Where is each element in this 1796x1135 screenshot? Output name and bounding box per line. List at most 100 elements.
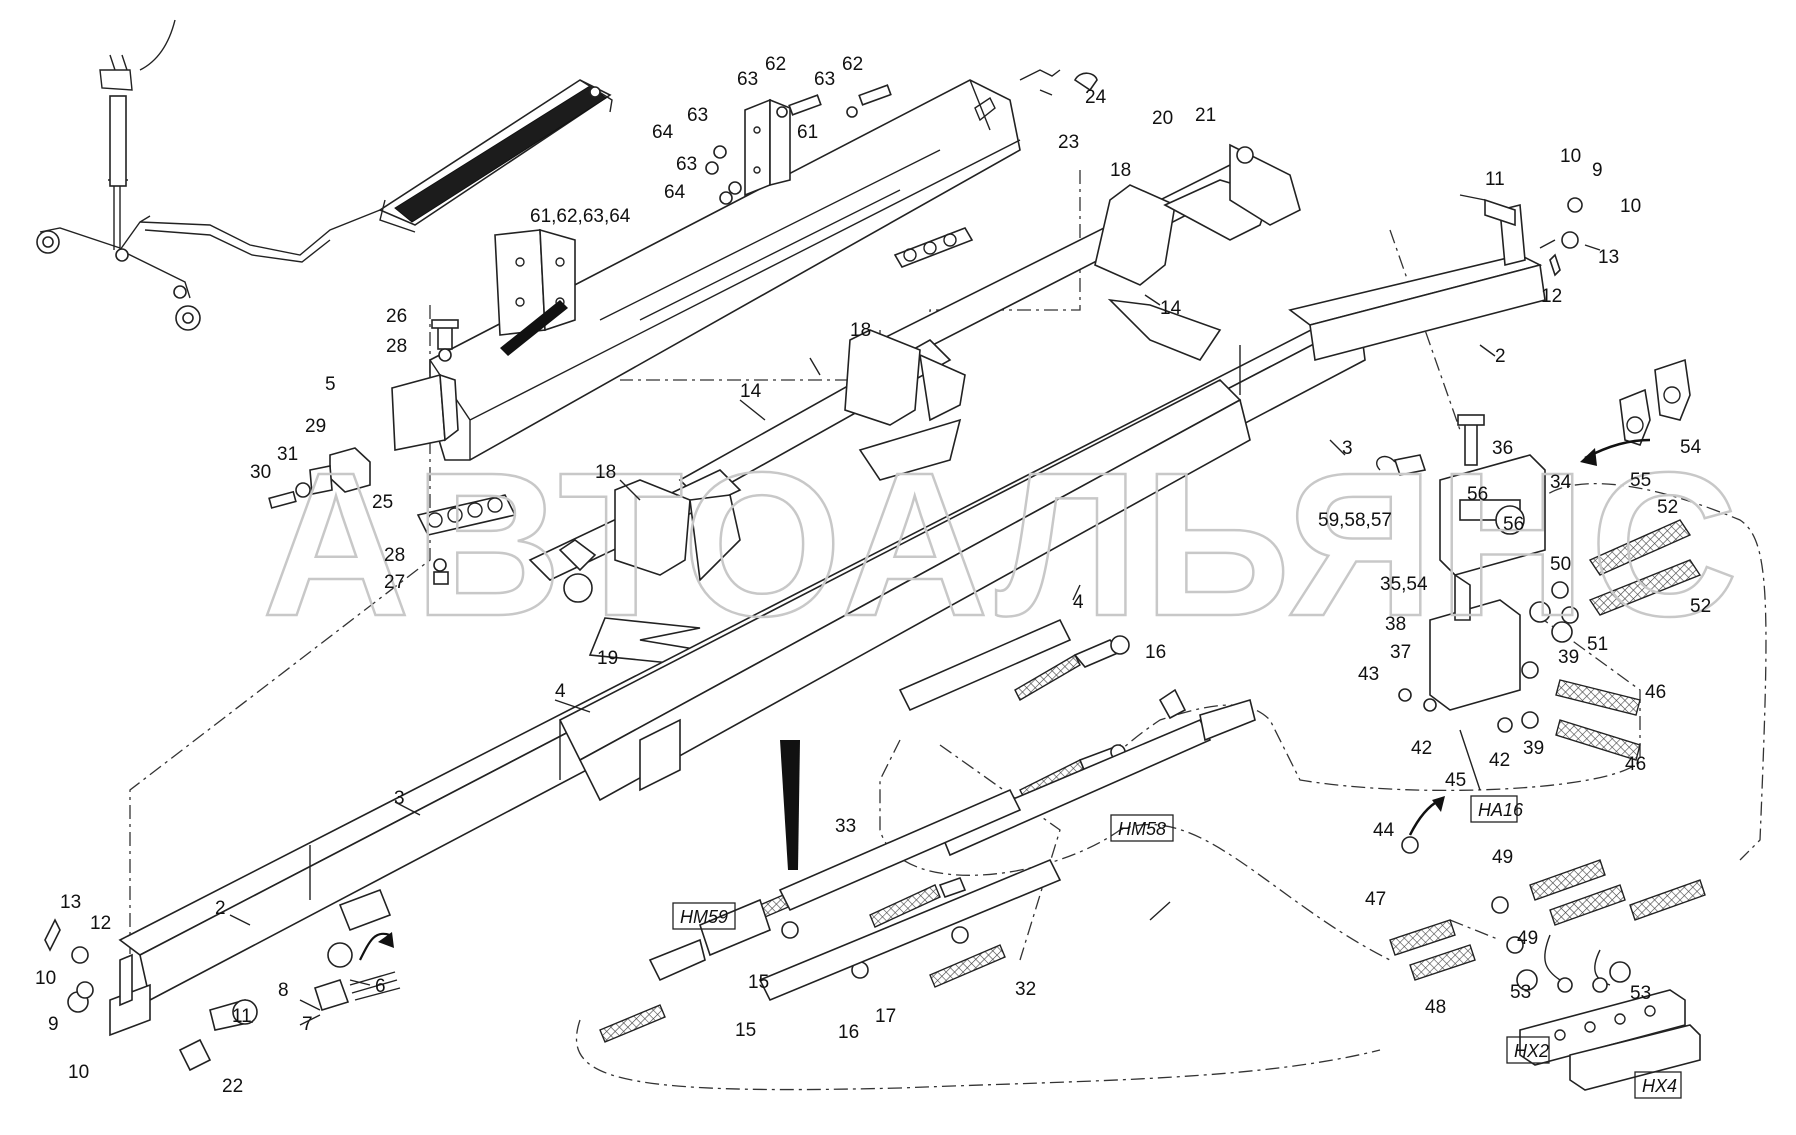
tag-hm58: HM58 <box>1118 819 1166 839</box>
plate-5 <box>391 373 459 451</box>
callout-17: 17 <box>875 1006 896 1027</box>
callout-8: 8 <box>278 980 289 1001</box>
callout-2b: 2 <box>215 898 226 919</box>
callout-31: 31 <box>277 444 298 465</box>
tube-2 <box>1288 203 1546 362</box>
callout-36: 36 <box>1492 438 1513 459</box>
callout-22: 22 <box>222 1076 243 1097</box>
callout-43: 43 <box>1358 664 1379 685</box>
callout-29: 29 <box>305 416 326 437</box>
callout-56a: 56 <box>1467 484 1488 505</box>
callout-38: 38 <box>1385 614 1406 635</box>
callout-10d: 10 <box>68 1062 89 1083</box>
callout-26: 26 <box>386 306 407 327</box>
bolts-26-28 <box>431 319 459 585</box>
arrowhead-44 <box>1432 796 1445 812</box>
tag-ha16: HA16 <box>1478 800 1524 820</box>
bracket-61 <box>744 98 791 197</box>
callout-42a: 42 <box>1411 738 1432 759</box>
callout-25: 25 <box>372 492 393 513</box>
callout-18a: 18 <box>1110 160 1131 181</box>
callout-14a: 14 <box>1160 298 1182 319</box>
plate-19 <box>588 298 1222 666</box>
callout-44: 44 <box>1373 820 1395 841</box>
callout-19: 19 <box>597 648 618 669</box>
callout-63b: 63 <box>814 69 835 90</box>
callout-15b: 15 <box>735 1020 756 1041</box>
callout-53b: 53 <box>1630 983 1651 1004</box>
pointer-arrow <box>500 300 568 356</box>
cap-parts-right <box>1401 197 1691 854</box>
callout-24: 24 <box>1085 87 1107 108</box>
arrowhead-34 <box>1580 448 1597 466</box>
fasteners-top <box>705 69 1098 205</box>
tag-hx4: HX4 <box>1642 1076 1677 1096</box>
callout-33: 33 <box>835 816 856 837</box>
callout-56b: 56 <box>1503 514 1524 535</box>
callout-12a: 12 <box>1541 286 1562 307</box>
tube-4 <box>558 379 1251 802</box>
callout-4b: 4 <box>555 681 566 702</box>
callout-37: 37 <box>1390 642 1411 663</box>
chain-links <box>416 227 974 536</box>
callout-59-58-57: 59,58,57 <box>1318 510 1392 531</box>
callout-52b: 52 <box>1690 596 1711 617</box>
callout-11b: 11 <box>232 1006 252 1027</box>
callout-9b: 9 <box>48 1014 59 1035</box>
callout-leaders <box>229 194 1601 1026</box>
callout-21: 21 <box>1195 105 1216 126</box>
callout-27: 27 <box>384 572 405 593</box>
cylinder-lower <box>528 469 742 603</box>
callout-12b: 12 <box>90 913 111 934</box>
callout-53a: 53 <box>1510 982 1531 1003</box>
callout-55: 55 <box>1630 470 1651 491</box>
callout-10a: 10 <box>1560 146 1581 167</box>
callout-9a: 9 <box>1592 160 1603 181</box>
callout-49b: 49 <box>1517 928 1538 949</box>
port-markers <box>1516 601 1631 991</box>
bracket-61-62-63-64 <box>494 228 576 336</box>
callout-39b: 39 <box>1523 738 1544 759</box>
upper-beam <box>429 79 1021 461</box>
callout-13a: 13 <box>1598 247 1619 268</box>
callout-10c: 10 <box>35 968 56 989</box>
cylinder-hm58-hm59 <box>648 618 1256 1002</box>
callout-62b: 62 <box>842 54 863 75</box>
callout-18b: 18 <box>850 320 871 341</box>
frame-stand <box>36 19 381 331</box>
callout-64a: 64 <box>652 122 674 143</box>
callout-11a: 11 <box>1485 169 1505 190</box>
callout-6: 6 <box>375 976 386 997</box>
callout-13b: 13 <box>60 892 81 913</box>
curved-arrow-6 <box>359 932 391 961</box>
callout-63a: 63 <box>737 69 758 90</box>
callout-16a: 16 <box>1145 642 1166 663</box>
callout-49a: 49 <box>1492 847 1513 868</box>
callout-15a: 15 <box>748 972 769 993</box>
cylinder-mid <box>678 329 966 501</box>
callout-5: 5 <box>325 374 336 395</box>
callout-46b: 46 <box>1625 754 1646 775</box>
callout-51: 51 <box>1587 634 1608 655</box>
callout-labels: 62 63 63 62 24 64 63 61 21 23 20 63 64 1… <box>35 54 1711 1097</box>
callout-54: 54 <box>1680 437 1702 458</box>
arrow-44 <box>1408 798 1441 836</box>
callout-48: 48 <box>1425 997 1446 1018</box>
callout-64b: 64 <box>664 182 686 203</box>
callout-35-54: 35,54 <box>1380 574 1428 595</box>
callout-20: 20 <box>1152 108 1173 129</box>
callout-3a: 3 <box>1342 438 1353 459</box>
callout-7: 7 <box>302 1014 313 1035</box>
hoses-right <box>1389 519 1706 986</box>
callout-4a: 4 <box>1073 592 1084 613</box>
valve-block <box>1376 414 1546 733</box>
callout-63c: 63 <box>687 105 708 126</box>
callout-45: 45 <box>1445 770 1466 791</box>
callout-10b: 10 <box>1620 196 1641 217</box>
callout-50: 50 <box>1550 554 1571 575</box>
callout-34: 34 <box>1550 472 1572 493</box>
manifold-hx <box>1519 977 1701 1091</box>
callout-18c: 18 <box>595 462 616 483</box>
callout-61-62-63-64: 61,62,63,64 <box>530 206 631 227</box>
